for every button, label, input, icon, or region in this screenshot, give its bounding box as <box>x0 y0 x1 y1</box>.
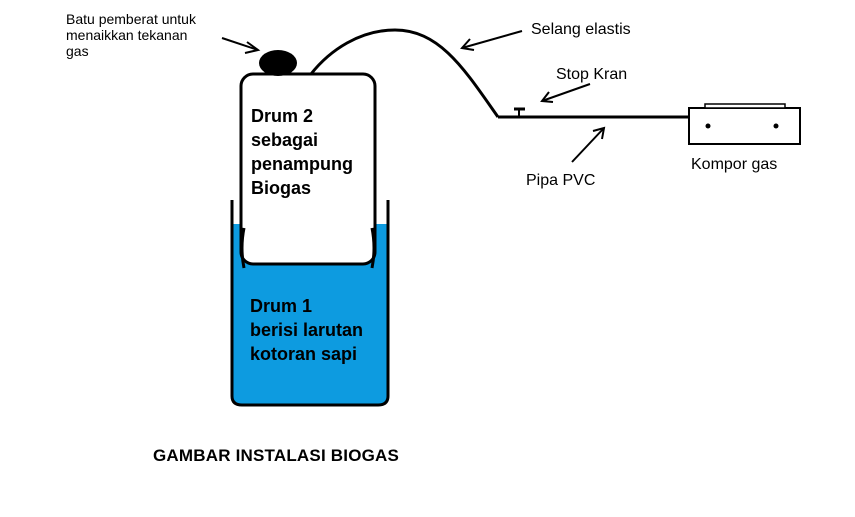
drum2-bracket-right <box>370 227 376 269</box>
label-batu-line3: gas <box>66 43 89 59</box>
label-batu-line1: Batu pemberat untuk <box>66 11 196 27</box>
drum1-label-line3: kotoran sapi <box>250 344 358 364</box>
arrow-batu <box>221 37 261 54</box>
label-batu-line2: menaikkan tekanan <box>66 27 188 43</box>
gas-stove-top <box>704 103 786 109</box>
drum1-label-line2: berisi larutan <box>250 320 364 340</box>
stone-weight <box>259 50 297 76</box>
label-pipa: Pipa PVC <box>526 172 596 189</box>
stove-knob-right <box>773 123 779 129</box>
diagram-title: GAMBAR INSTALASI BIOGAS <box>153 446 400 465</box>
drum2-bracket-left <box>240 227 246 269</box>
arrow-selang <box>460 30 523 51</box>
drum1-outline <box>230 200 390 407</box>
stove-knob-left <box>705 123 711 129</box>
drum2 <box>239 72 377 266</box>
drum2-label-line1: Drum 2 <box>251 106 314 126</box>
drum2-label-line3: penampung <box>251 154 353 174</box>
drum1-water <box>232 224 388 405</box>
drum1-label-line1: Drum 1 <box>250 296 313 316</box>
arrow-stop-kran <box>540 83 591 103</box>
drum1-label: Drum 1 berisi larutan kotoran sapi <box>250 294 363 366</box>
elastic-hose <box>309 28 500 118</box>
label-selang: Selang elastis <box>531 21 631 38</box>
drum2-label-line4: Biogas <box>251 178 312 198</box>
drum2-label-line2: sebagai <box>251 130 319 150</box>
label-kompor: Kompor gas <box>691 156 778 173</box>
arrow-pipa <box>571 126 606 163</box>
label-stop-kran: Stop Kran <box>556 66 628 83</box>
label-batu: Batu pemberat untuk menaikkan tekanan ga… <box>66 11 196 59</box>
drum2-label: Drum 2 sebagai penampung Biogas <box>251 104 353 200</box>
